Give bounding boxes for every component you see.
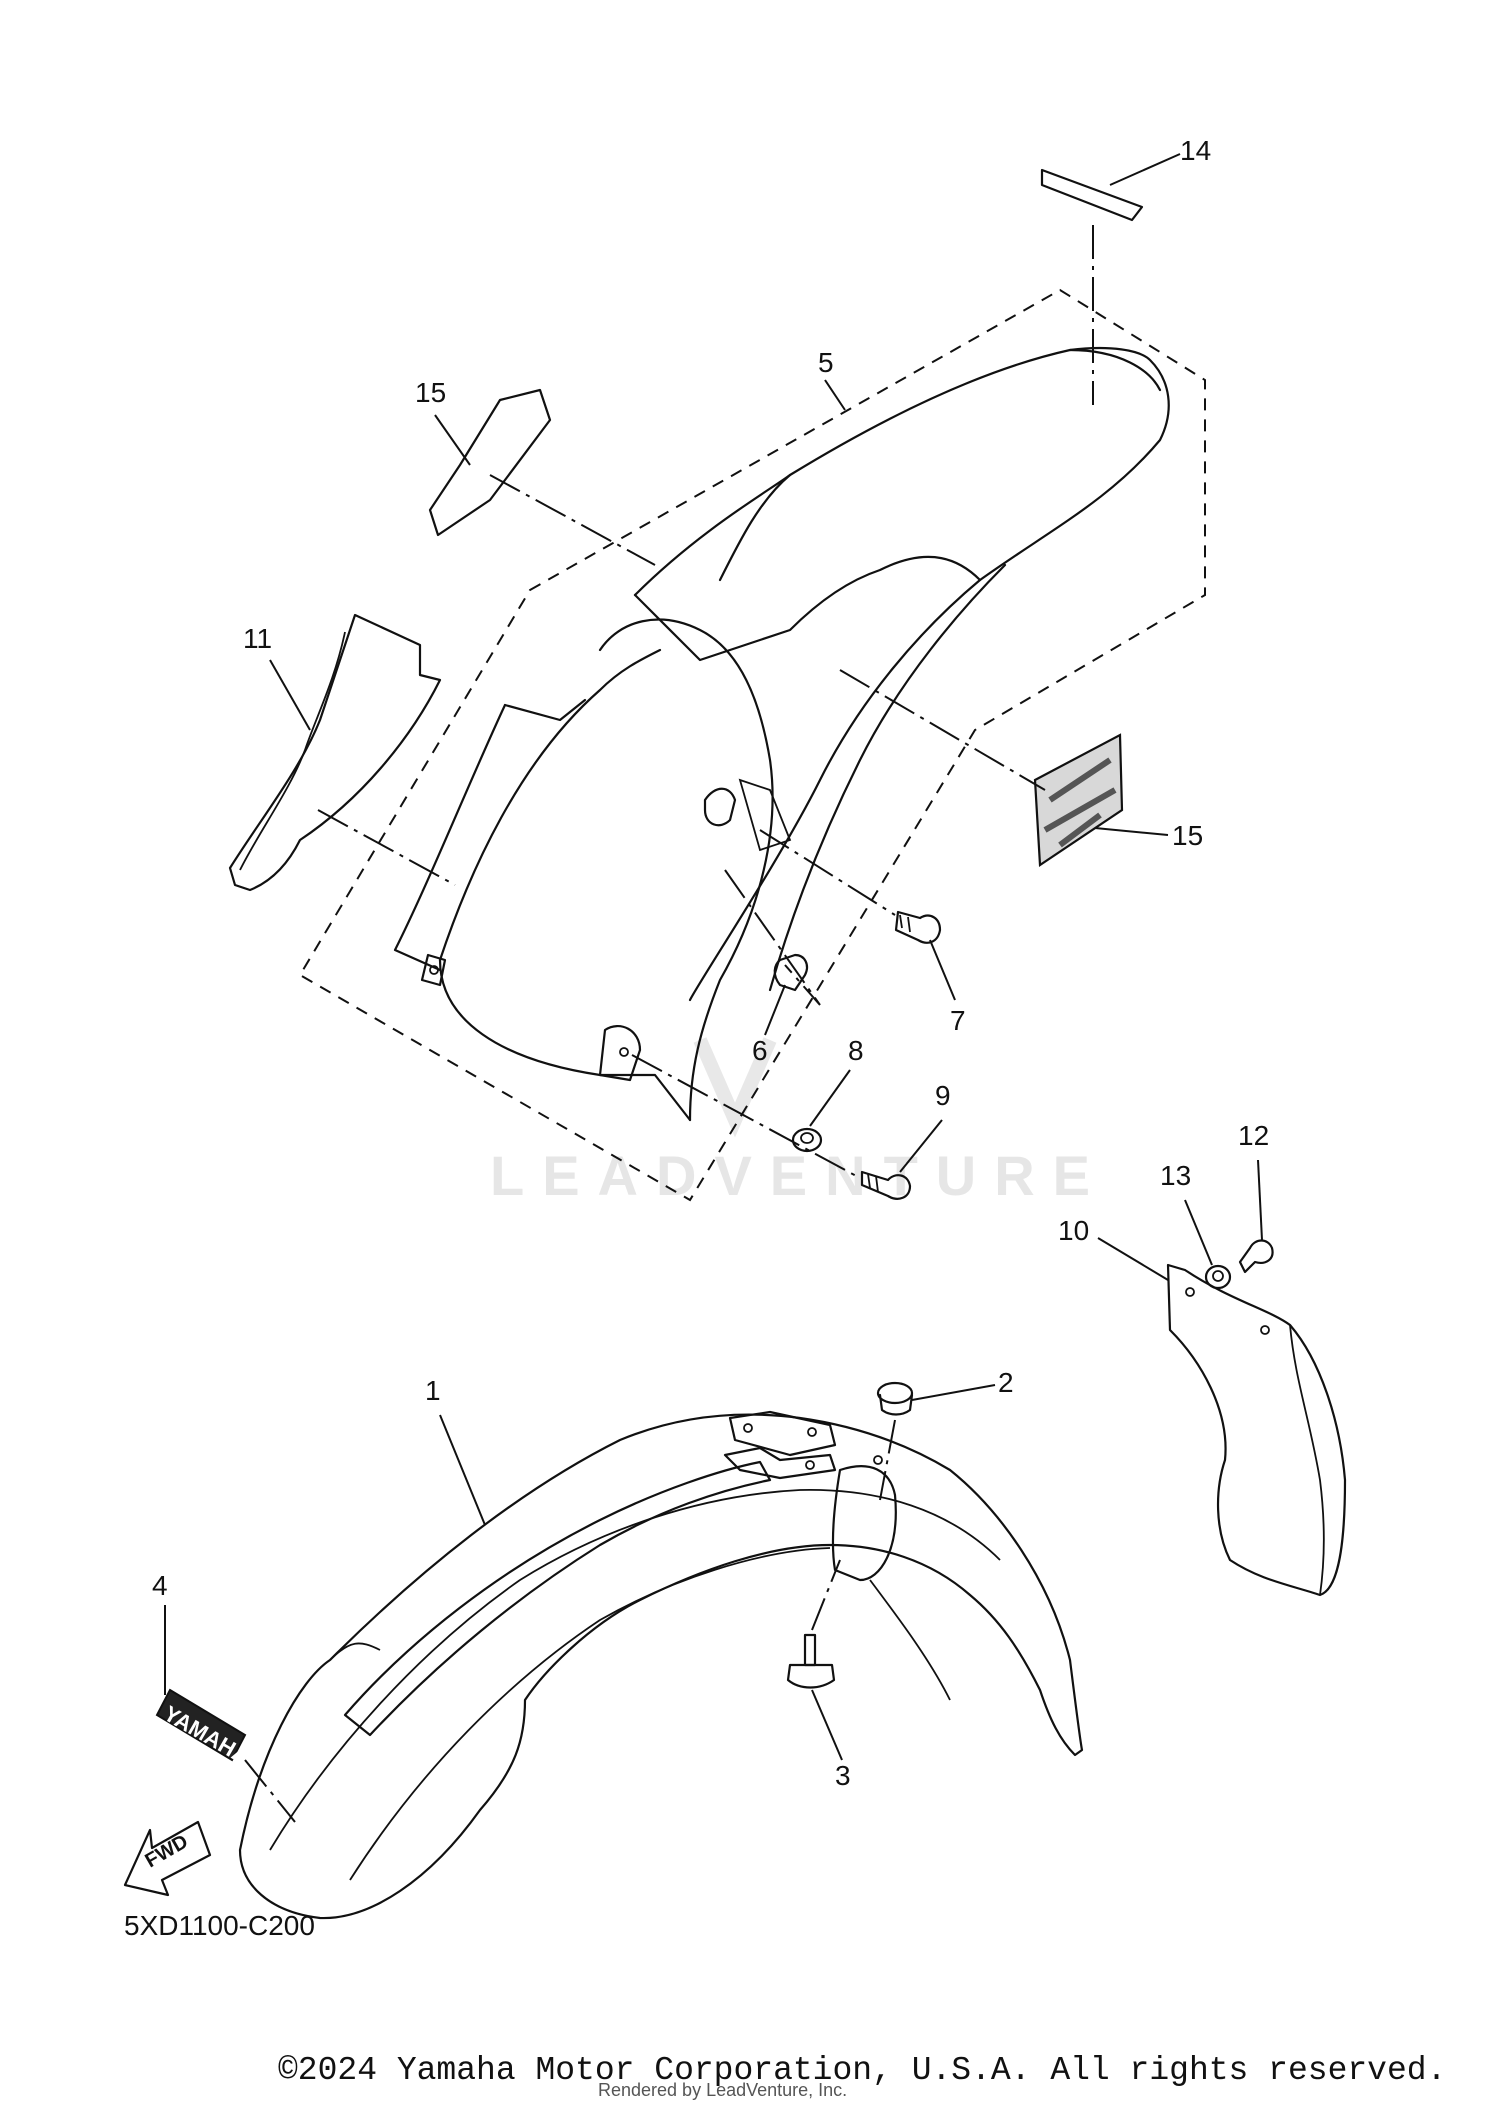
copyright-notice: ©2024 Yamaha Motor Corporation, U.S.A. A… [278,2052,1447,2089]
part-1-front-fender [238,1410,1084,1920]
part-3-bolt [786,1633,836,1689]
leader-14 [1109,153,1181,186]
fwd-arrow-icon: FWD [123,1820,212,1897]
watermark: LEADVENTURE [490,1037,1108,1207]
callout-2: 2 [998,1367,1014,1398]
callout-13: 13 [1160,1160,1191,1191]
chain-15b [839,669,1046,791]
leader-6 [764,984,786,1036]
leader-1 [439,1414,486,1526]
part-4-yamaha-decal: YAMAHA [155,1688,254,1770]
callout-10: 10 [1058,1215,1089,1246]
callout-4: 4 [152,1570,168,1601]
leader-8 [809,1069,851,1127]
part-14-decal [1040,168,1144,222]
leader-15a [434,414,471,466]
part-2-grommet [876,1381,914,1416]
part-15-left-decal [428,388,552,537]
leader-15b [1094,827,1169,836]
chain-2 [879,1419,896,1501]
callout-11: 11 [243,623,272,654]
leader-11 [269,659,311,731]
part-9-bolt [860,1170,912,1200]
chain-15a [489,474,656,566]
part-6-nut [773,953,809,992]
leader-7 [929,939,956,1001]
callout-1: 1 [425,1375,441,1406]
callout-14: 14 [1180,135,1211,166]
part-12-bolt [1238,1239,1274,1274]
part-15-right-decal [1033,733,1124,867]
leader-12 [1257,1159,1263,1241]
callout-3: 3 [835,1760,851,1791]
part-10-fork-guard [1166,1263,1347,1597]
chain-6 [724,869,821,1006]
svg-text:LEADVENTURE: LEADVENTURE [490,1144,1108,1207]
rendered-by-notice: Rendered by LeadVenture, Inc. [598,2080,848,2100]
callout-7: 7 [950,1005,966,1036]
assembly-boundary [298,288,1206,1202]
chain-4 [244,1759,296,1823]
leader-5 [824,379,846,411]
part-13-washer [1204,1264,1232,1290]
chain-8-9 [631,1054,861,1179]
callout-5: 5 [818,347,834,378]
svg-text:FWD: FWD [142,1831,192,1873]
part-5-rear-fender [393,346,1170,1122]
callout-9: 9 [935,1080,951,1111]
chain-3 [811,1559,841,1631]
callout-6: 6 [752,1035,768,1066]
leader-2 [911,1384,996,1401]
leader-9 [899,1119,943,1173]
leader-13 [1184,1199,1213,1266]
callout-12: 12 [1238,1120,1269,1151]
callout-15b: 15 [1172,820,1203,851]
part-8-washer [791,1127,823,1153]
leader-10 [1097,1237,1169,1281]
callout-15a: 15 [415,377,446,408]
leader-3 [811,1689,843,1761]
part-11-guard [228,613,442,892]
chain-7 [759,829,896,916]
callout-8: 8 [848,1035,864,1066]
chain-11 [317,809,456,886]
part-7-bolt [894,910,942,944]
diagram-code: 5XD1100-C200 [124,1910,315,1941]
